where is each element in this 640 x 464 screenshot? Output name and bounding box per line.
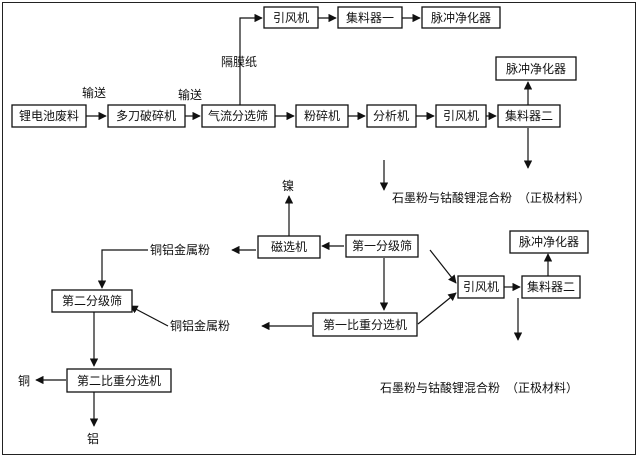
svg-text:引风机: 引风机 [273,11,309,25]
node-collector-mid: 集料器二 [497,104,561,128]
svg-text:多刀破碎机: 多刀破碎机 [116,108,176,123]
svg-text:第一分级筛: 第一分级筛 [352,238,412,253]
label-product-low: 石墨粉与钴酸锂混合粉 （正极材料） [380,380,578,395]
diagram-frame [2,2,636,455]
edge-grade1-fan-low [429,249,457,284]
svg-text:集料器二: 集料器二 [527,279,575,294]
node-pulverizer: 粉碎机 [295,104,349,128]
node-grade2: 第二分级筛 [51,289,133,313]
node-air-sieve: 气流分选筛 [201,104,276,128]
label-product-mid: 石墨粉与钴酸锂混合粉 （正极材料） [392,190,590,205]
edge-gravity1-fan-low [417,292,457,325]
node-collector-low: 集料器二 [521,275,581,299]
node-magnetic: 磁选机 [257,235,321,259]
edge-cual1-grade2 [97,249,148,289]
node-gravity2: 第二比重分选机 [66,368,172,393]
svg-text:集料器一: 集料器一 [346,10,394,25]
node-pulse-low: 脉冲净化器 [509,230,589,254]
node-fan-top: 引风机 [263,6,319,29]
node-pulse-top: 脉冲净化器 [421,6,501,29]
svg-text:气流分选筛: 气流分选筛 [208,108,268,123]
node-grade1: 第一分级筛 [345,234,419,258]
edge-airsieve-fan-top [239,13,263,106]
svg-text:第二分级筛: 第二分级筛 [62,293,122,308]
flow-edges [35,13,553,427]
svg-text:第一比重分选机: 第一比重分选机 [323,318,407,332]
svg-text:粉碎机: 粉碎机 [304,108,340,123]
label-copper: 铜 [18,373,30,388]
node-pulse-mid: 脉冲净化器 [495,56,577,81]
label-separator-paper: 隔膜纸 [221,55,257,69]
svg-text:磁选机: 磁选机 [271,239,307,254]
label-convey-2: 输送 [178,87,202,102]
watermark-sub: GEP ECOTECH [494,370,569,380]
watermark-name: 洁普智能环保 [490,349,587,368]
svg-text:分析机: 分析机 [373,109,409,123]
node-fan-low: 引风机 [457,275,505,299]
edge-cual2-grade2 [129,305,169,327]
node-crusher: 多刀破碎机 [107,104,186,128]
svg-text:脉冲净化器: 脉冲净化器 [519,234,579,249]
svg-text:引风机: 引风机 [443,109,479,123]
svg-text:集料器二: 集料器二 [505,108,553,123]
label-nickel: 镍 [282,179,294,193]
svg-text:脉冲净化器: 脉冲净化器 [506,61,566,76]
node-collector-top: 集料器一 [337,6,403,29]
svg-text:第二比重分选机: 第二比重分选机 [77,374,161,388]
node-fan-mid: 引风机 [435,104,487,128]
node-analyzer: 分析机 [366,104,417,128]
label-cu-al-1: 铜铝金属粉 [150,242,210,257]
svg-text:脉冲净化器: 脉冲净化器 [431,10,491,25]
label-cu-al-2: 铜铝金属粉 [170,318,230,333]
label-convey-1: 输送 [82,85,106,100]
node-input: 锂电池废料 [11,104,87,128]
svg-text:引风机: 引风机 [463,280,499,294]
svg-text:锂电池废料: 锂电池废料 [19,108,79,123]
label-aluminum: 铝 [87,431,99,446]
watermark-logo: 洁普智能环保 GEP ECOTECH [385,343,587,380]
node-gravity1: 第一比重分选机 [312,312,418,337]
